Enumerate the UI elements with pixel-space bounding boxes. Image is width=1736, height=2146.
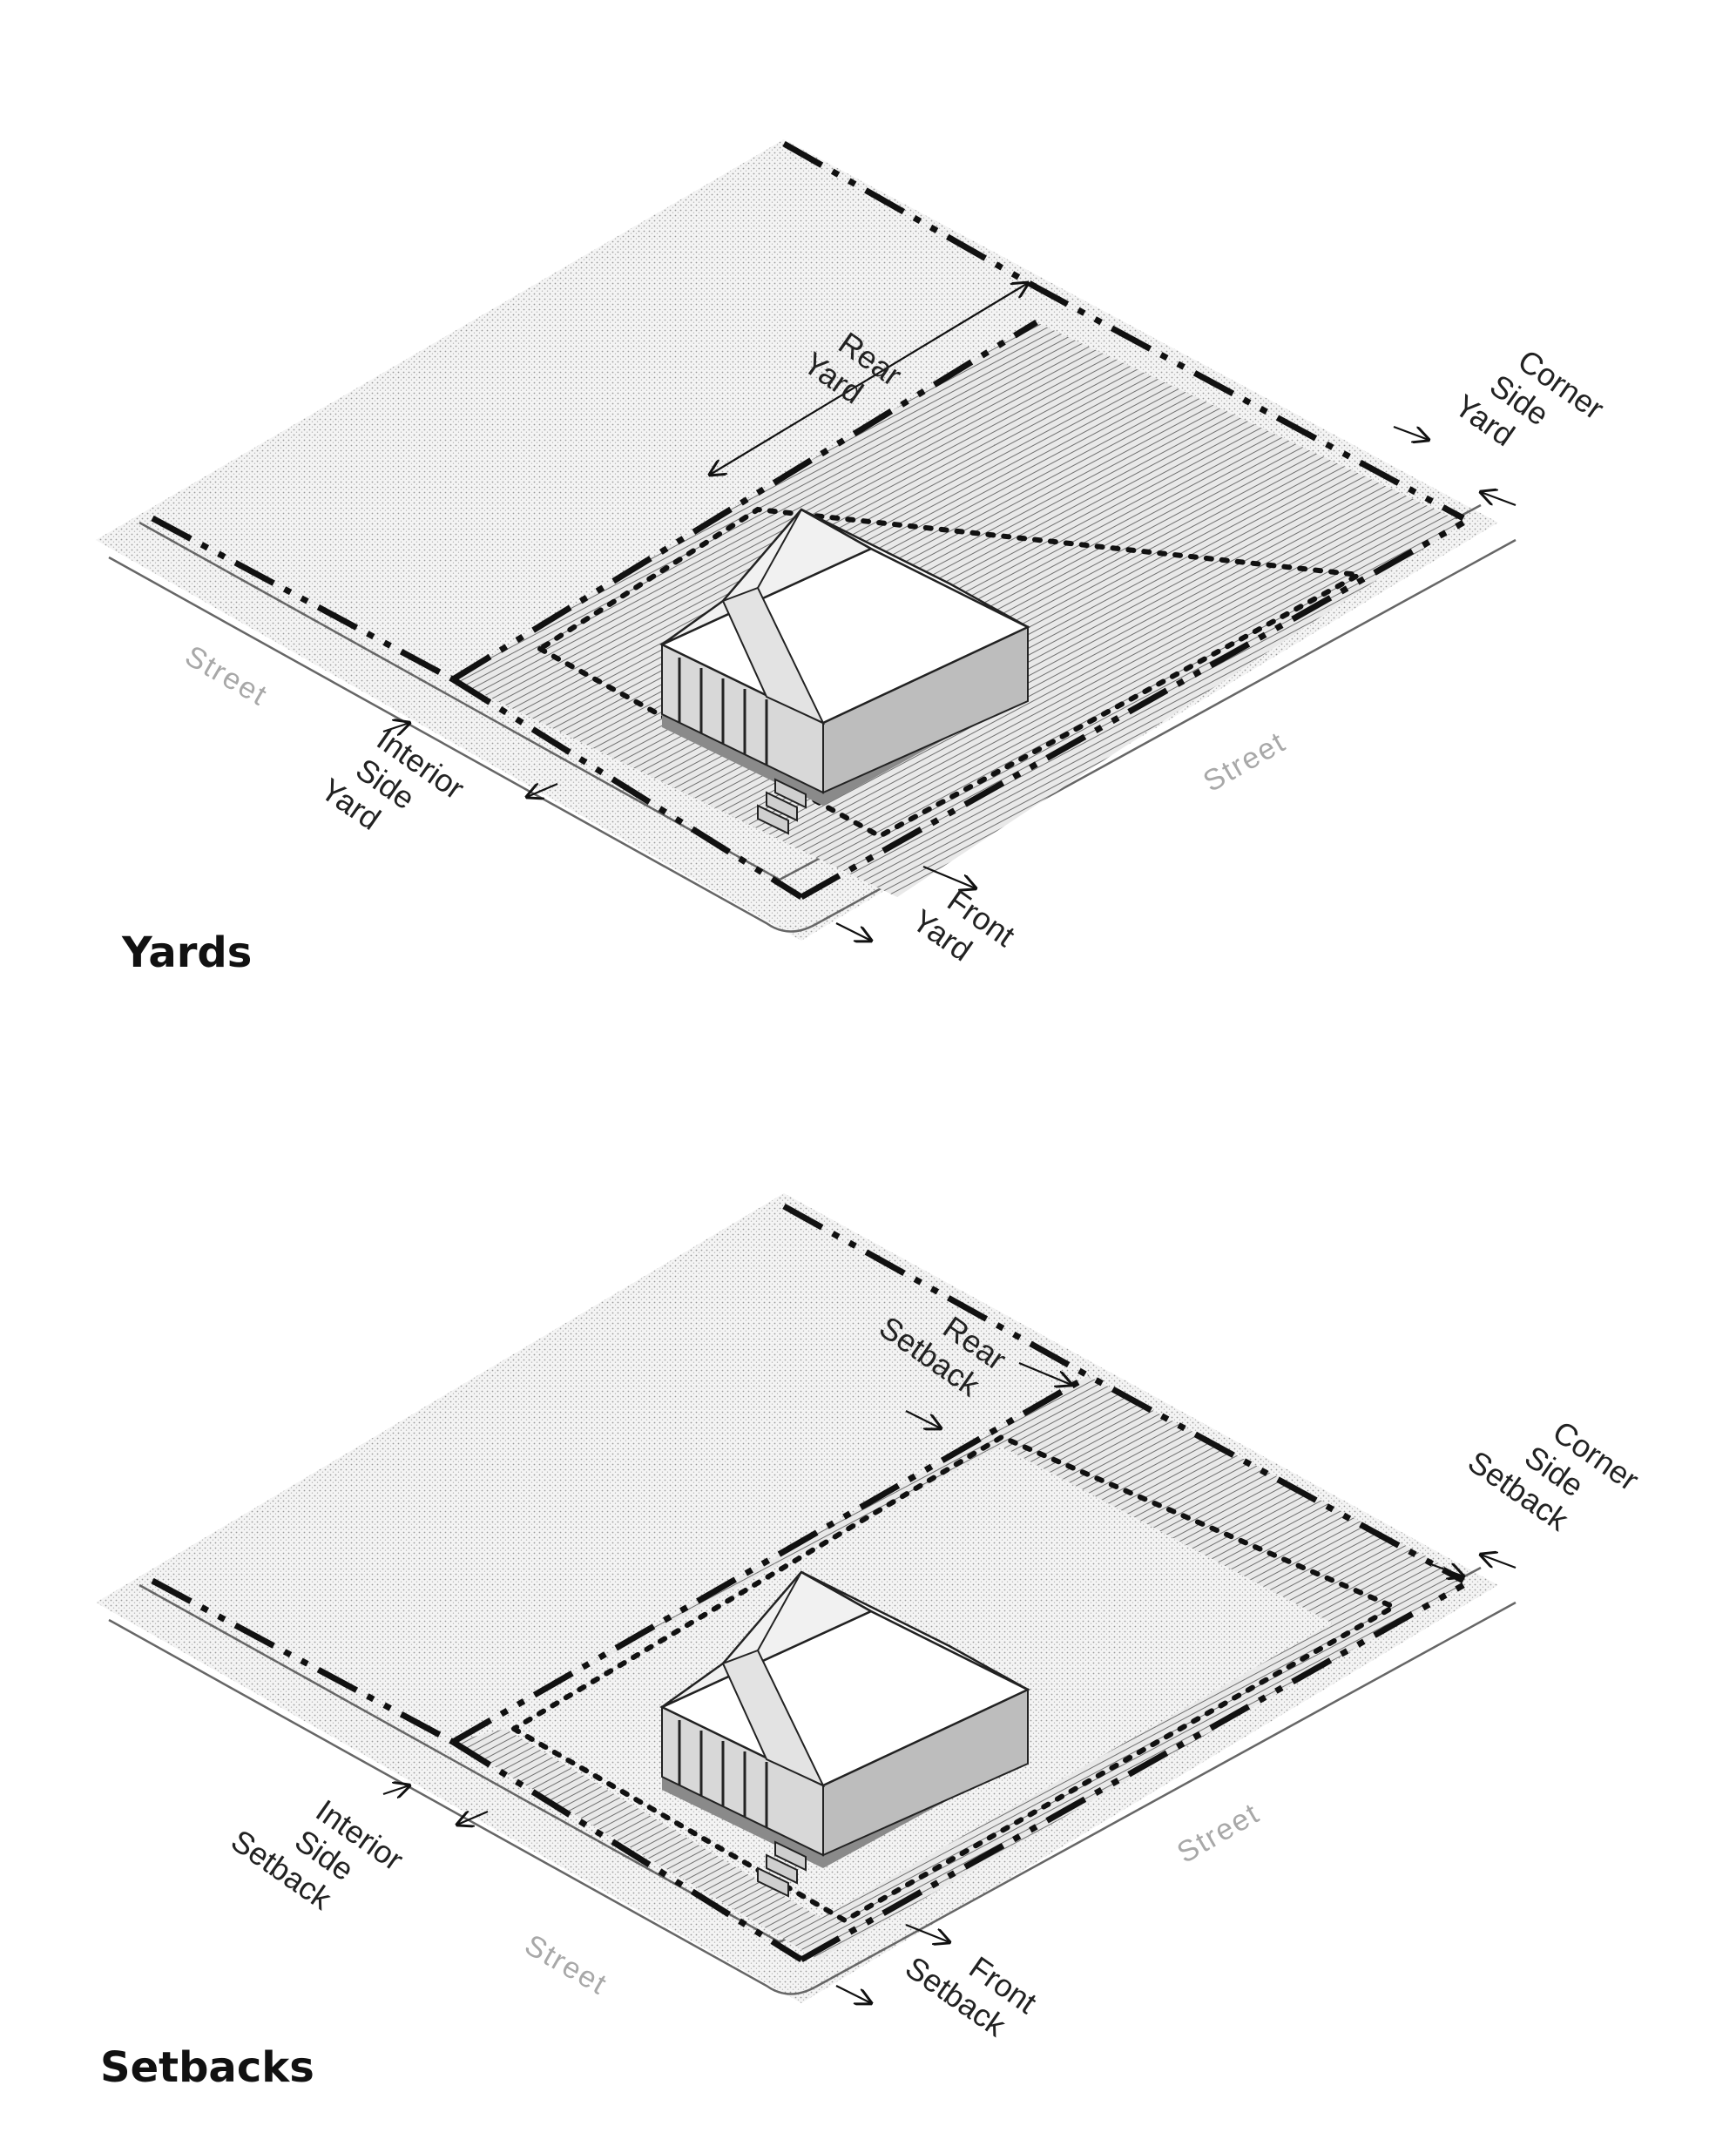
front-setback-arrow-a [905, 1923, 949, 1942]
corner-setback-area [801, 1568, 1463, 1960]
street-label-front: Street [1172, 1797, 1266, 1870]
interior-side-yard-arrow-a [382, 723, 409, 732]
yards-diagram: Rear Yard Corner Side Yard Interior Side… [96, 139, 1618, 988]
lot-line-front [800, 519, 1465, 901]
front-setback-label: Front Setback [899, 1920, 1050, 2055]
interior-side-setback-arrow-b [457, 1812, 489, 1825]
lot-line-rear [782, 1203, 1465, 1584]
street-label-left: Street [519, 1928, 613, 2001]
front-setback-area [453, 1729, 854, 1960]
front-yard-label: Front Yard [906, 872, 1029, 988]
lot-line-rear [782, 140, 1465, 522]
rear-yard-dimension [710, 283, 1028, 475]
lot-line-interior [151, 1577, 455, 1745]
corner-side-yard-arrow-a [1393, 425, 1429, 440]
lot-line-rear-inner [451, 1373, 1091, 1745]
rear-setback-area [984, 1376, 1463, 1637]
front-yard-arrow-b [835, 922, 871, 941]
interior-side-setback-label: Interior Side Setback [225, 1763, 417, 1943]
lot-line-front-left [451, 1739, 803, 1962]
setback-line [511, 1434, 1400, 1924]
corner-side-yard-label: Corner Side Yard [1449, 327, 1618, 491]
yards-heading: Yards [121, 928, 252, 977]
lot-line-front [800, 1582, 1465, 1963]
setbacks-diagram: Rear Setback Corner Side Setback Interio… [96, 1193, 1652, 2092]
street-curb-left [108, 556, 815, 933]
rear-setback-arrow-b [905, 1410, 941, 1428]
street-label-front: Street [1198, 725, 1292, 799]
corner-side-yard-arrow-b [1481, 492, 1516, 507]
rear-setback-arrow-a [1018, 1361, 1071, 1385]
street-curb-front [814, 1601, 1516, 1989]
setbacks-heading: Setbacks [100, 2043, 314, 2092]
interior-side-setback-arrow-a [382, 1785, 409, 1794]
street-label-left: Street [179, 639, 274, 712]
front-yard-arrow-a [922, 865, 976, 888]
lot-line-interior [151, 515, 455, 683]
corner-side-setback-arrow-a [1428, 1562, 1463, 1576]
street-curb-left [108, 1618, 815, 1995]
interior-side-yard-arrow-b [527, 784, 558, 797]
interior-setback-area [453, 1437, 1002, 1742]
corner-side-setback-arrow-b [1481, 1555, 1516, 1569]
front-setback-arrow-b [835, 1985, 871, 2003]
lot-line-front-left [451, 677, 803, 900]
corner-side-setback-label: Corner Side Setback [1462, 1384, 1652, 1563]
